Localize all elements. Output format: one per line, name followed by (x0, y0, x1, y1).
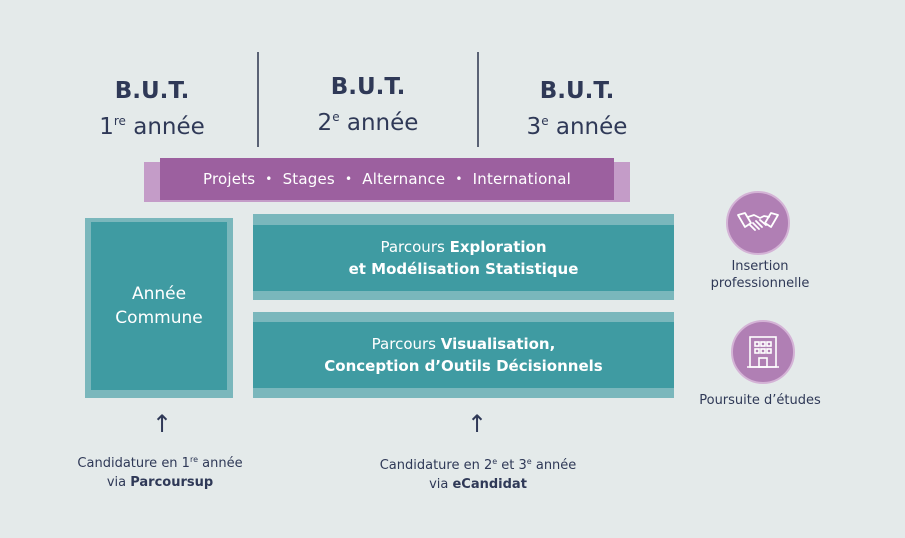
banner-item-projets: Projets (203, 170, 256, 188)
banner-item-alternance: Alternance (362, 170, 446, 188)
banner-item-international: International (472, 170, 571, 188)
parcours-2-name-line2: Conception d’Outils Décisionnels (324, 357, 603, 375)
parcours-1-box: Parcours Exploration et Modélisation Sta… (253, 225, 674, 291)
year-2-number: 2 (317, 110, 333, 136)
activities-banner: Projets • Stages • Alternance • Internat… (160, 158, 614, 200)
year-3-sup: e (541, 114, 549, 128)
banner-separator: • (344, 172, 353, 186)
banner-separator: • (455, 172, 463, 186)
year-2-header: B.U.T. 2e année (268, 72, 468, 138)
year-1-sup: re (113, 114, 126, 128)
poursuite-line1: Poursuite d’études (699, 393, 821, 408)
year-1-number: 1 (99, 114, 114, 140)
parcours-2-prefix: Parcours (371, 335, 441, 353)
year-3-header: B.U.T. 3e année (477, 76, 677, 142)
handshake-circle (726, 191, 790, 255)
year-3-word: année (555, 114, 628, 140)
handshake-icon (737, 212, 779, 231)
poursuite-label: Poursuite d’études (680, 392, 840, 409)
year-3-but: B.U.T. (539, 78, 615, 104)
insertion-label: Insertion professionnelle (680, 258, 840, 292)
year-divider-2 (477, 52, 479, 147)
up-arrow-icon: ↑ (151, 410, 173, 438)
year-3-number: 3 (526, 114, 542, 140)
banner-separator: • (265, 172, 273, 186)
banner-item-stages: Stages (282, 170, 335, 188)
parcours-1-name-line2: et Modélisation Statistique (348, 260, 579, 278)
insertion-line2: professionnelle (710, 276, 810, 291)
parcours-2-box: Parcours Visualisation, Conception d’Out… (253, 322, 674, 388)
year-1-word: année (133, 114, 205, 140)
up-arrow-icon: ↑ (466, 410, 488, 438)
annee-commune-line1: Année (131, 284, 187, 304)
building-icon (747, 336, 779, 368)
parcours-1-prefix: Parcours (380, 238, 450, 256)
platform-ecandidat: eCandidat (452, 477, 527, 492)
candidature-ecandidat: Candidature en 2e et 3e année via eCandi… (379, 457, 577, 492)
year-divider-1 (257, 52, 259, 147)
year-2-sup: e (332, 110, 340, 124)
year-2-word: année (346, 110, 419, 136)
parcours-2-name: Visualisation, (440, 335, 556, 353)
parcours-1-name: Exploration (449, 238, 547, 256)
platform-parcoursup: Parcoursup (130, 475, 214, 490)
building-circle (731, 320, 795, 384)
annee-commune-line2: Commune (115, 308, 203, 328)
candidature-parcoursup: Candidature en 1re année via Parcoursup (77, 455, 243, 490)
annee-commune-box: Année Commune (91, 222, 227, 390)
year-2-but: B.U.T. (330, 74, 406, 100)
year-1-but: B.U.T. (114, 78, 190, 104)
year-1-header: B.U.T. 1re année (52, 76, 252, 142)
insertion-line1: Insertion (731, 259, 789, 274)
